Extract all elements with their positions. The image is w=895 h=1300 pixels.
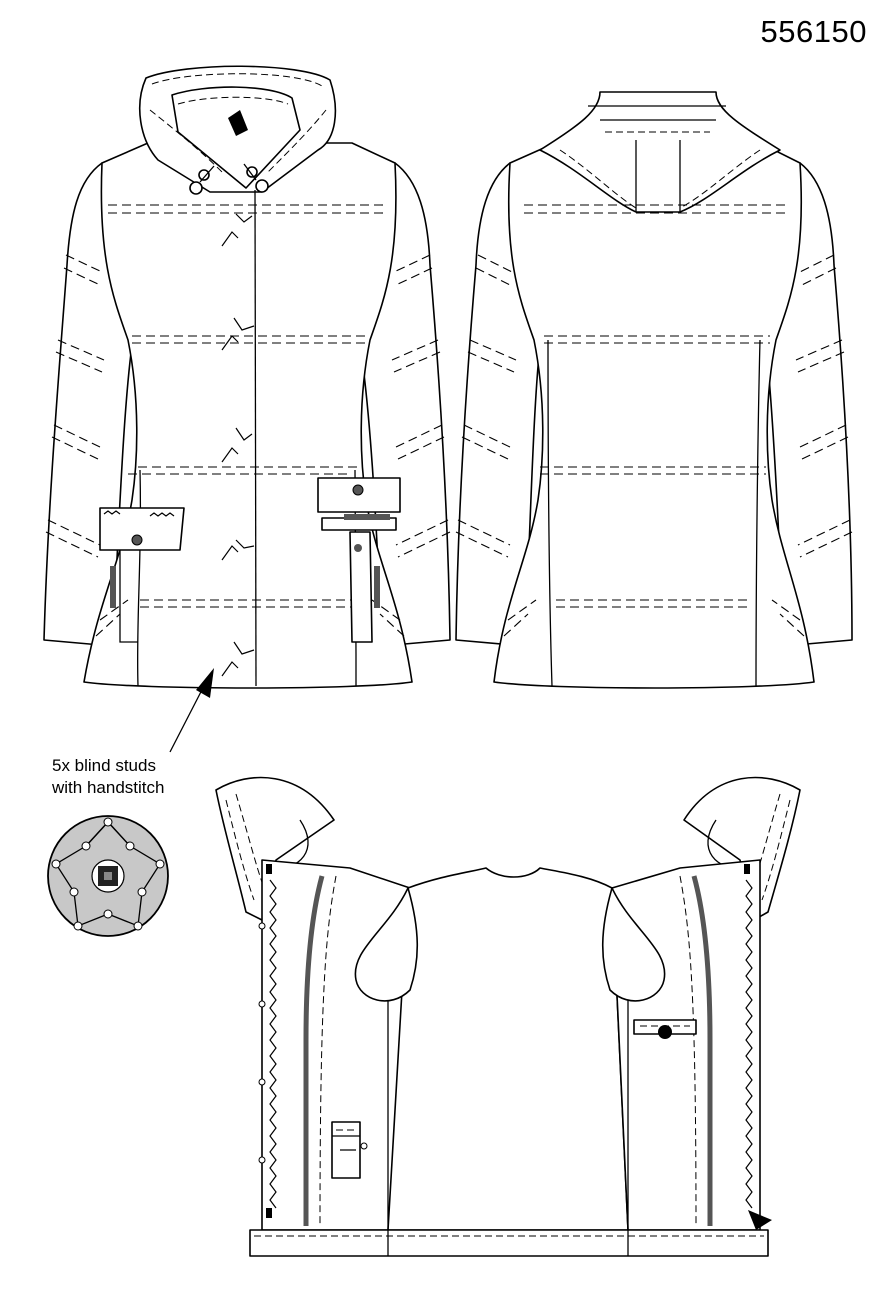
inside-back-lining xyxy=(387,867,629,1231)
back-view xyxy=(455,91,853,689)
style-number: 556150 xyxy=(760,14,867,49)
inside-left-studs xyxy=(258,922,266,1246)
back-body xyxy=(493,142,815,689)
inside-left-edge-zigzag xyxy=(269,879,277,1209)
back-hood xyxy=(539,91,781,213)
inside-hood-right xyxy=(683,776,801,921)
front-right-pocket xyxy=(317,477,401,643)
blind-studs-callout: 5x blind studs with handstitch xyxy=(52,755,164,799)
inside-right-zipper-tape xyxy=(691,875,713,1226)
inside-hem-band xyxy=(249,1229,769,1257)
inside-right-front xyxy=(611,859,761,1231)
front-collar-inner xyxy=(171,86,301,189)
inside-left-zipper-tape xyxy=(303,875,325,1226)
front-view xyxy=(43,65,451,753)
collar-pull-tab xyxy=(228,110,248,136)
stud-detail-circle xyxy=(47,815,169,937)
inside-view xyxy=(215,776,801,1257)
inside-right-armhole xyxy=(601,887,666,1002)
inside-left-armhole xyxy=(354,887,419,1002)
center-front-opening xyxy=(254,189,257,687)
inside-phone-pocket xyxy=(331,1121,368,1179)
callout-line-2: with handstitch xyxy=(52,778,165,797)
callout-line-1: 5x blind studs xyxy=(52,756,156,775)
inside-hood-left xyxy=(215,776,335,921)
inside-brand-label xyxy=(633,1019,697,1039)
front-body xyxy=(83,142,413,689)
callout-arrow xyxy=(169,668,214,753)
blind-stud-handstitches xyxy=(221,213,255,677)
collar-toggle-left xyxy=(189,165,215,195)
collar-toggle-right xyxy=(243,163,269,193)
front-left-pocket xyxy=(99,507,185,643)
inside-right-edge-zigzag xyxy=(745,879,753,1209)
